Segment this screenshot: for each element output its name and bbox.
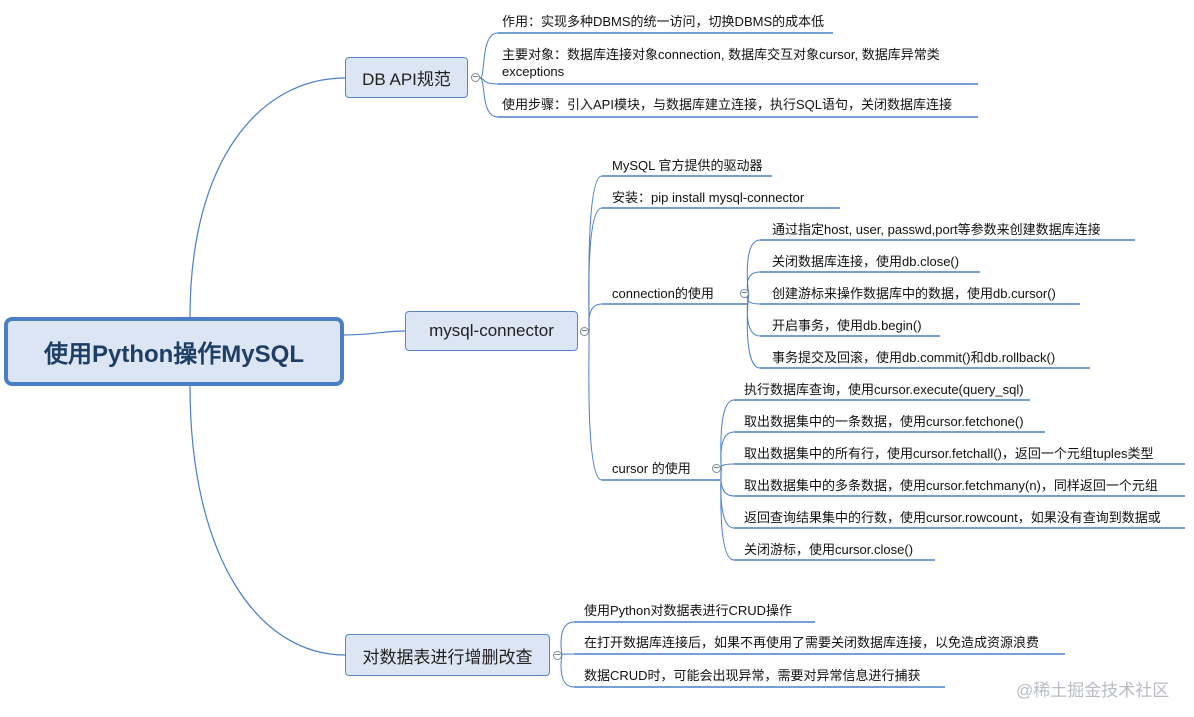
leaf-text: 关闭数据库连接，使用db.close(): [772, 254, 960, 269]
branch-crud[interactable]: 对数据表进行增删改查: [345, 634, 550, 676]
dbapi-leaf[interactable]: 使用步骤：引入API模块，与数据库建立连接，执行SQL语句，关闭数据库连接: [502, 96, 952, 113]
dbapi-branch-curve: [479, 32, 499, 79]
collapse-cursor-icon[interactable]: −: [712, 463, 721, 473]
root-topic[interactable]: 使用Python操作MySQL: [4, 317, 344, 386]
connection-branch-curve: [746, 293, 761, 337]
cursor-branch-curve: [720, 468, 735, 561]
link-root-crud: [189, 385, 346, 656]
branch-mysql-connector[interactable]: mysql-connector: [405, 311, 578, 351]
leaf-text: 安装：pip install mysql-connector: [612, 190, 805, 205]
leaf-text: 作用：实现多种DBMS的统一访问，切换DBMS的成本低: [502, 14, 825, 29]
connector-leaf[interactable]: MySQL 官方提供的驱动器: [612, 157, 762, 174]
leaf-text: 取出数据集中的多条数据，使用cursor.fetchmany(n)，同样返回一个…: [744, 478, 1158, 493]
subbranch-connection[interactable]: connection的使用: [612, 285, 714, 302]
connector-branch-curve: [588, 330, 603, 481]
crud-branch-curve: [560, 654, 575, 688]
leaf-text: 使用步骤：引入API模块，与数据库建立连接，执行SQL语句，关闭数据库连接: [502, 97, 952, 112]
leaf-text: 使用Python对数据表进行CRUD操作: [584, 603, 793, 618]
dbapi-leaf[interactable]: 作用：实现多种DBMS的统一访问，切换DBMS的成本低: [502, 13, 824, 30]
leaf-text: 通过指定host, user, passwd,port等参数来创建数据库连接: [772, 222, 1101, 237]
dbapi-branch-curve: [479, 77, 499, 118]
leaf-text: 在打开数据库连接后，如果不再使用了需要关闭数据库连接，以免造成资源浪费: [584, 635, 1040, 650]
dbapi-leaf[interactable]: 主要对象：数据库连接对象connection, 数据库交互对象cursor, 数…: [502, 46, 940, 80]
leaf-text: 主要对象：数据库连接对象connection, 数据库交互对象cursor, 数…: [502, 47, 940, 62]
connector-branch-curve: [588, 175, 603, 332]
cursor-leaf[interactable]: 取出数据集中的所有行，使用cursor.fetchall()，返回一个元组tup…: [744, 445, 1154, 462]
leaf-text: 事务提交及回滚，使用db.commit()和db.rollback(): [772, 350, 1056, 365]
cursor-leaf[interactable]: 返回查询结果集中的行数，使用cursor.rowcount，如果没有查询到数据或: [744, 509, 1161, 526]
crud-branch-curve: [560, 653, 575, 656]
connector-branch-curve: [588, 303, 603, 332]
root-topic-label: 使用Python操作MySQL: [43, 341, 304, 368]
connection-branch-curve: [746, 239, 761, 295]
cursor-leaf[interactable]: 关闭游标，使用cursor.close(): [744, 541, 913, 558]
connection-branch-curve: [746, 293, 761, 369]
link-root-dbapi: [189, 77, 346, 318]
connection-leaf[interactable]: 开启事务，使用db.begin(): [772, 317, 922, 334]
connector-branch-curve: [588, 207, 603, 332]
leaf-text: 执行数据库查询，使用cursor.execute(query_sql): [744, 382, 1024, 397]
leaf-text: 开启事务，使用db.begin(): [772, 318, 922, 333]
leaf-text: 创建游标来操作数据库中的数据，使用db.cursor(): [772, 286, 1056, 301]
link-root-connector: [343, 330, 406, 336]
connection-leaf[interactable]: 通过指定host, user, passwd,port等参数来创建数据库连接: [772, 221, 1101, 238]
collapse-crud-icon[interactable]: −: [553, 650, 562, 660]
connection-leaf[interactable]: 关闭数据库连接，使用db.close(): [772, 253, 959, 270]
connection-leaf[interactable]: 事务提交及回滚，使用db.commit()和db.rollback(): [772, 349, 1055, 366]
leaf-text: MySQL 官方提供的驱动器: [612, 158, 763, 173]
crud-leaf[interactable]: 在打开数据库连接后，如果不再使用了需要关闭数据库连接，以免造成资源浪费: [584, 634, 1039, 651]
connection-branch-curve: [746, 271, 761, 295]
collapse-connection-icon[interactable]: −: [740, 288, 749, 298]
connection-branch-curve: [746, 293, 761, 305]
leaf-text: 返回查询结果集中的行数，使用cursor.rowcount，如果没有查询到数据或: [744, 510, 1161, 525]
connection-leaf[interactable]: 创建游标来操作数据库中的数据，使用db.cursor(): [772, 285, 1056, 302]
cursor-leaf[interactable]: 取出数据集中的多条数据，使用cursor.fetchmany(n)，同样返回一个…: [744, 477, 1158, 494]
subbranch-label: connection的使用: [612, 286, 714, 301]
cursor-leaf[interactable]: 取出数据集中的一条数据，使用cursor.fetchone(): [744, 413, 1024, 430]
crud-leaf[interactable]: 使用Python对数据表进行CRUD操作: [584, 602, 792, 619]
crud-leaf[interactable]: 数据CRUD时，可能会出现异常，需要对异常信息进行捕获: [584, 667, 921, 684]
leaf-text: 取出数据集中的一条数据，使用cursor.fetchone(): [744, 414, 1024, 429]
cursor-leaf[interactable]: 执行数据库查询，使用cursor.execute(query_sql): [744, 381, 1024, 398]
cursor-branch-curve: [720, 463, 735, 470]
cursor-branch-curve: [720, 431, 735, 470]
subbranch-label: cursor 的使用: [612, 461, 691, 476]
subbranch-cursor[interactable]: cursor 的使用: [612, 460, 691, 477]
collapse-connector-icon[interactable]: −: [580, 326, 589, 336]
leaf-text: 取出数据集中的所有行，使用cursor.fetchall()，返回一个元组tup…: [744, 446, 1154, 461]
leaf-text-line2: exceptions: [502, 64, 565, 79]
cursor-branch-curve: [720, 468, 735, 529]
branch-crud-label: 对数据表进行增删改查: [362, 647, 533, 667]
watermark: @稀土掘金技术社区: [1016, 681, 1170, 700]
branch-dbapi-label: DB API规范: [362, 70, 451, 89]
connector-leaf[interactable]: 安装：pip install mysql-connector: [612, 189, 804, 206]
collapse-dbapi-icon[interactable]: −: [471, 72, 480, 82]
branch-mysql-connector-label: mysql-connector: [429, 321, 554, 340]
leaf-text: 关闭游标，使用cursor.close(): [744, 542, 914, 557]
cursor-branch-curve: [720, 468, 735, 497]
branch-dbapi[interactable]: DB API规范: [345, 57, 468, 98]
crud-branch-curve: [560, 621, 575, 656]
leaf-text: 数据CRUD时，可能会出现异常，需要对异常信息进行捕获: [584, 668, 921, 683]
